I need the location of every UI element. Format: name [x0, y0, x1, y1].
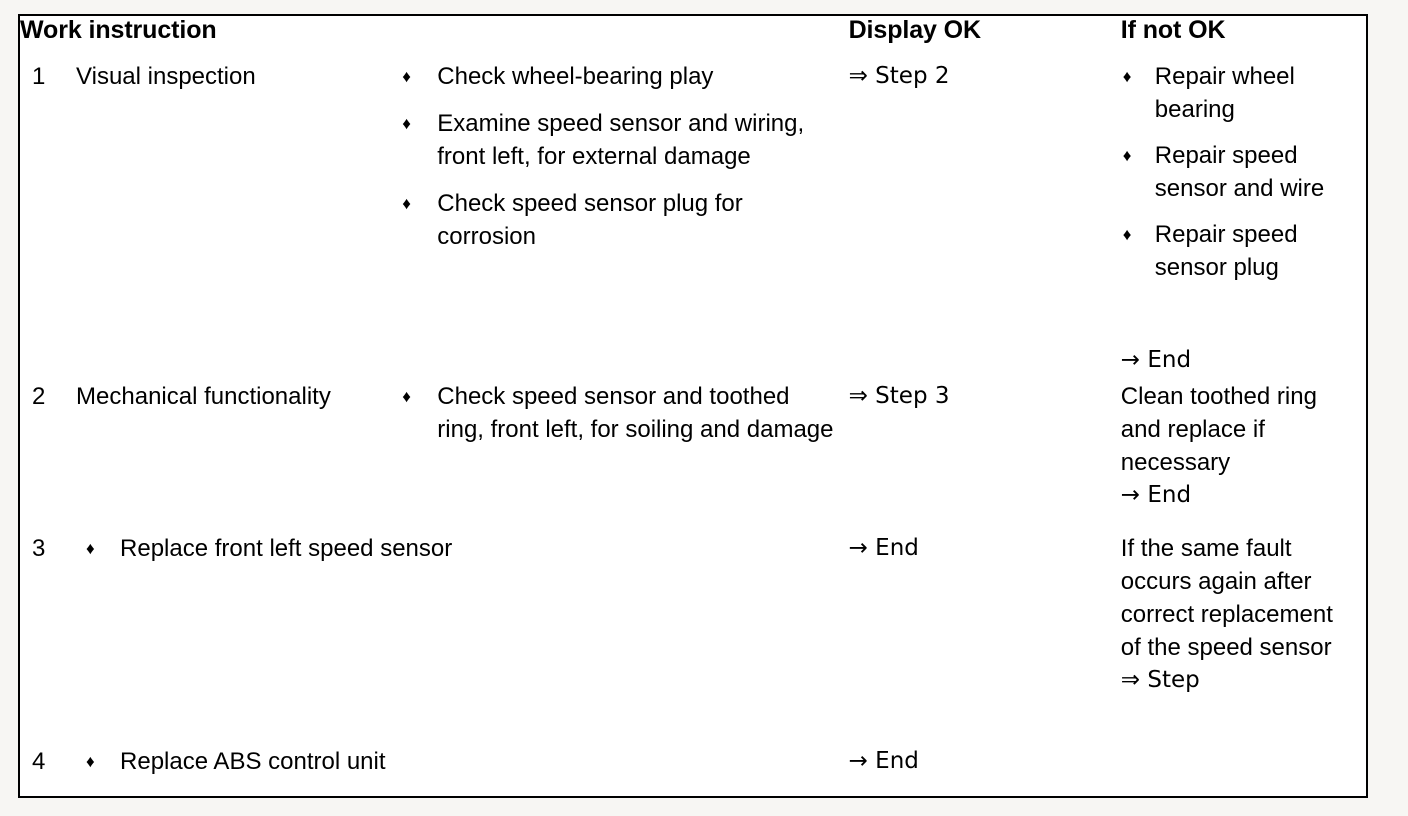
if-not-ok-cell: ♦ Repair wheel bearing ♦ Repair speed se… — [1106, 60, 1366, 381]
display-ok-cell: → End — [834, 745, 1366, 796]
diamond-bullet-icon: ♦ — [1122, 146, 1132, 165]
list-item-label: Examine speed sensor and wiring, front l… — [437, 110, 805, 170]
list-item-label: Repair speed sensor plug — [1154, 221, 1298, 281]
list-item: ♦ Check wheel-bearing play — [398, 60, 834, 93]
row-actions-cell: ♦ Replace ABS control unit — [76, 745, 835, 796]
display-ok-value: ⇒ Step 3 — [848, 383, 950, 410]
diamond-bullet-icon: ♦ — [402, 387, 411, 407]
diamond-bullet-icon: ♦ — [86, 752, 95, 772]
display-ok-cell: ⇒ Step 2 — [834, 60, 1107, 381]
diamond-bullet-icon: ♦ — [86, 539, 95, 559]
diamond-bullet-icon: ♦ — [402, 194, 411, 213]
diamond-bullet-icon: ♦ — [1122, 225, 1132, 244]
display-ok-value: → End — [848, 535, 919, 562]
list-item: ♦ Replace ABS control unit — [76, 745, 835, 778]
display-ok-value: ⇒ Step 2 — [848, 63, 950, 89]
table-row: 2 Mechanical functionality ♦ Check speed… — [20, 380, 1366, 533]
action-list: ♦ Check speed sensor and toothed ring, f… — [398, 380, 834, 446]
row-title: Mechanical functionality — [76, 380, 399, 533]
list-item: ♦ Repair speed sensor and wire — [1121, 139, 1356, 205]
table-row: 3 ♦ Replace front left speed sensor → En… — [20, 532, 1366, 746]
row-actions-cell: ♦ Check speed sensor and toothed ring, f… — [398, 380, 835, 533]
diamond-bullet-icon: ♦ — [1122, 67, 1132, 86]
list-item-label: Replace front left speed sensor — [120, 535, 453, 563]
list-item-label: Check speed sensor plug for corrosion — [437, 190, 743, 250]
list-item: ♦ Check speed sensor and toothed ring, f… — [398, 380, 834, 446]
list-item-label: Check speed sensor and toothed ring, fro… — [437, 383, 834, 444]
if-not-ok-cell: If the same fault occurs again after cor… — [1106, 532, 1366, 746]
action-list: ♦ Replace ABS control unit — [76, 745, 835, 778]
list-item-label: Repair speed sensor and wire — [1154, 142, 1325, 202]
list-item-label: Replace ABS control unit — [120, 748, 386, 776]
display-ok-cell: → End — [834, 532, 1107, 746]
diamond-bullet-icon: ♦ — [402, 67, 411, 86]
column-header-if-not-ok: If not OK — [1106, 16, 1366, 60]
table-row: 4 ♦ Replace ABS control unit → End — [20, 745, 1366, 796]
row-actions-cell: ♦ Check wheel-bearing play ♦ Examine spe… — [398, 60, 835, 381]
if-not-ok-text: If the same fault occurs again after cor… — [1120, 535, 1333, 662]
row-number: 4 — [20, 745, 77, 796]
table-row: 1 Visual inspection ♦ Check wheel-bearin… — [20, 60, 1366, 381]
if-not-ok-end-reference: → End — [1120, 482, 1192, 509]
work-instruction-table: Work instruction Display OK If not OK 1 … — [18, 14, 1368, 798]
list-item-label: Repair wheel bearing — [1154, 63, 1295, 123]
if-not-ok-cell: Clean toothed ring and replace if necess… — [1106, 380, 1366, 533]
if-not-ok-text: Clean toothed ring and replace if necess… — [1120, 383, 1317, 477]
action-list: ♦ Check wheel-bearing play ♦ Examine spe… — [398, 60, 834, 253]
display-ok-cell: ⇒ Step 3 — [834, 380, 1107, 533]
if-not-ok-end-reference: → End — [1120, 347, 1192, 373]
display-ok-value: → End — [848, 748, 919, 775]
row-number: 2 — [20, 380, 77, 533]
column-header-work-instruction: Work instruction — [20, 16, 835, 60]
list-item: ♦ Replace front left speed sensor — [76, 532, 835, 565]
if-not-ok-list: ♦ Repair wheel bearing ♦ Repair speed se… — [1121, 60, 1356, 284]
list-item: ♦ Examine speed sensor and wiring, front… — [398, 107, 834, 173]
row-number: 3 — [20, 532, 77, 746]
column-header-display-ok: Display OK — [834, 16, 1107, 60]
row-title: Visual inspection — [76, 60, 399, 381]
diamond-bullet-icon: ♦ — [402, 114, 411, 133]
action-list: ♦ Replace front left speed sensor — [76, 532, 835, 565]
row-actions-cell: ♦ Replace front left speed sensor — [76, 532, 835, 746]
list-item: ♦ Repair wheel bearing — [1121, 60, 1356, 126]
list-item: ♦ Check speed sensor plug for corrosion — [398, 187, 834, 253]
if-not-ok-end-reference: ⇒ Step — [1120, 667, 1200, 694]
list-item-label: Check wheel-bearing play — [437, 63, 714, 90]
list-item: ♦ Repair speed sensor plug — [1121, 218, 1356, 284]
table-header-row: Work instruction Display OK If not OK — [20, 16, 1366, 60]
row-number: 1 — [20, 60, 77, 381]
